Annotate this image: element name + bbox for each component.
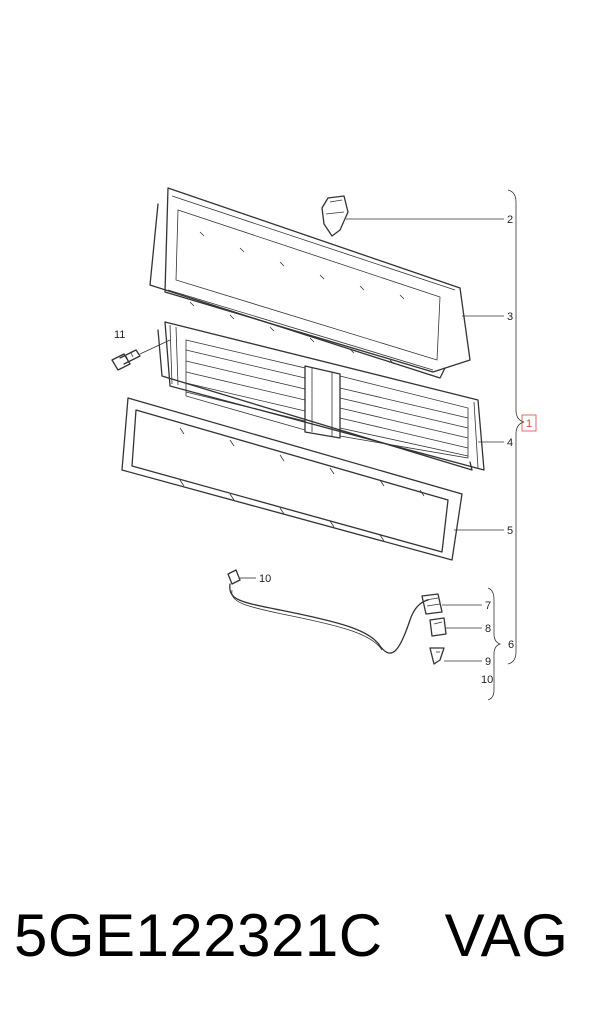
callout-4: 4: [507, 437, 513, 449]
callout-8: 8: [485, 623, 491, 635]
callout-1-box: [521, 414, 537, 432]
part-2-clip: [321, 195, 349, 237]
part-4-air-shutter: [157, 321, 485, 471]
bracket-harness: [487, 587, 502, 701]
part-9-clip: [429, 647, 445, 665]
brand-label: VAG: [444, 901, 569, 969]
callout-9: 9: [485, 656, 491, 668]
callout-6: 6: [508, 639, 514, 651]
part-3-upper-frame: [149, 187, 471, 379]
footer-caption: 5GE122321C VAG: [14, 895, 594, 975]
callout-1: 1: [526, 418, 532, 430]
part-6-wiring-harness: [227, 569, 429, 654]
callout-5: 5: [507, 525, 513, 537]
callout-7: 7: [485, 600, 491, 612]
callout-2: 2: [507, 214, 513, 226]
callout-11: 11: [114, 329, 125, 341]
part-8-housing: [429, 617, 447, 637]
callout-10-top: 10: [259, 573, 271, 585]
part-7-connector: [421, 593, 443, 615]
part-5-lower-frame: [121, 397, 463, 561]
part-number: 5GE122321C: [14, 901, 383, 969]
callout-3: 3: [507, 311, 513, 323]
bracket-main: [507, 189, 525, 665]
callout-10-bottom: 10: [481, 674, 493, 686]
part-11-bolt: [111, 339, 171, 371]
